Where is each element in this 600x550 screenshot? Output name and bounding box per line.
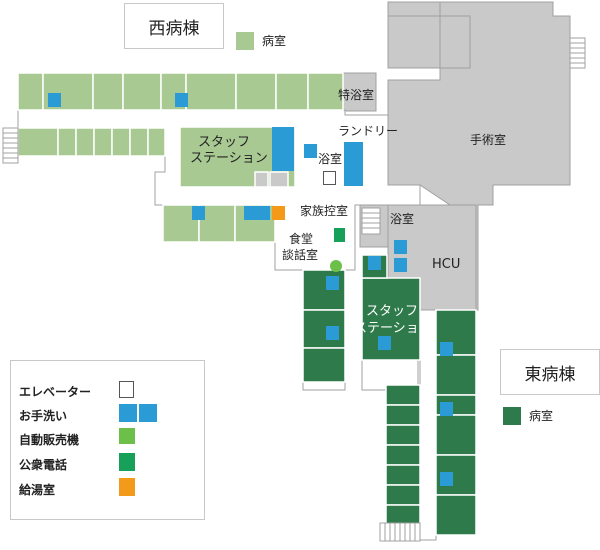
east-wing-title: 東病棟 (500, 349, 600, 395)
legend-phone-label: 公衆電話 (19, 458, 68, 472)
east-right-rooms (435, 309, 477, 536)
east-left-rooms (302, 269, 346, 383)
toilet-icon (440, 342, 453, 356)
elevator-icon (323, 171, 336, 185)
vending-machine-icon (119, 428, 135, 444)
west-wing-title: 西病棟 (124, 3, 224, 49)
special-bath-room (342, 72, 377, 112)
kitchenette-icon (272, 206, 285, 220)
top-connector (387, 1, 471, 69)
toilet-icon (394, 240, 407, 254)
hcu-label: HCU (432, 257, 461, 272)
east-room-swatch (503, 407, 521, 425)
staff-station-west-label-2: ステーション (190, 151, 268, 166)
east-corridor (419, 309, 437, 541)
operating-room-label: 手術室 (470, 133, 507, 147)
toilet-icon (119, 404, 137, 422)
staff-station-east-label-1: スタッフ (366, 304, 419, 319)
stairs (2, 37, 586, 542)
toilet-icon (326, 326, 339, 340)
dining-label-1: 食堂 (289, 232, 314, 246)
toilet-icon (394, 258, 407, 272)
dining-label-2: 談話室 (282, 248, 319, 262)
elevator-icon (119, 381, 134, 398)
public-phone-icon (119, 453, 135, 471)
staff-station-east-label-2: ステーション (354, 321, 432, 336)
west-middle-rooms (17, 127, 166, 157)
toilet-icon (326, 276, 339, 290)
accessible-toilet-icon (139, 404, 157, 422)
legend-toilet-label: お手洗い (19, 409, 68, 423)
legend-vending-label: 自動販売機 (19, 433, 80, 447)
public-phone-icon (334, 228, 345, 242)
west-legend-label: 病室 (262, 34, 287, 48)
staff-station-west-label-1: スタッフ (198, 135, 251, 150)
toilet-icon (368, 256, 381, 270)
laundry-label: ランドリー (338, 124, 399, 138)
toilet-icon (440, 472, 453, 486)
toilet-icon (244, 206, 257, 220)
toilet-icon (175, 93, 188, 107)
east-legend-label: 病室 (529, 409, 554, 423)
bath-blue-block (344, 142, 363, 186)
family-waiting-label: 家族控室 (300, 204, 349, 218)
staff-station-east-room (361, 277, 421, 361)
toilet-icon (304, 144, 317, 158)
accessible-toilet-block (272, 127, 294, 171)
bath-east-label: 浴室 (390, 212, 415, 226)
toilet-icon (48, 93, 61, 107)
toilet-icon (440, 402, 453, 416)
special-bath-label: 特浴室 (338, 88, 375, 102)
west-top-rooms (17, 72, 344, 111)
vending-machine-icon (330, 260, 342, 272)
legend-panel: エレベーター お手洗い 自動販売機 公衆電話 給湯室 (10, 360, 205, 520)
toilet-icon (257, 206, 270, 220)
legend-elevator-label: エレベーター (19, 385, 92, 399)
bath-west-label: 浴室 (318, 152, 343, 166)
kitchenette-icon (119, 478, 135, 496)
toilet-icon (378, 336, 391, 350)
legend-kitchen-label: 給湯室 (19, 483, 56, 497)
east-bottom-rooms (385, 384, 421, 526)
toilet-icon (192, 206, 205, 220)
west-room-swatch (236, 32, 254, 50)
